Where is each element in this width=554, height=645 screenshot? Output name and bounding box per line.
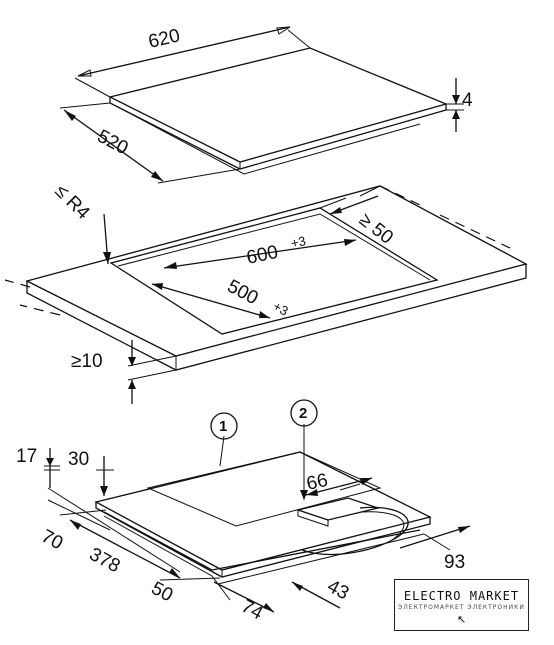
hob-bottom-view: 1 2 17 30 66 70 378 [16,399,471,625]
hob-top-view: 620 520 4 [59,25,473,184]
cursor-arrow-icon: ↖ [457,613,467,626]
cutout-opening [109,207,439,335]
dim-line-620 [77,26,291,77]
dim-label-50: 50 [148,578,177,606]
radius-label: ≤ R4 [50,181,93,224]
dim-line-520 [63,109,164,182]
callout-1 [210,412,238,440]
dim-label-378: 378 [86,544,124,577]
watermark-subtitle: ЭЛЕКТРОМАРКЕТ ЭЛЕКТРОНИКИ [398,604,525,611]
dim-label-4: 4 [462,90,473,111]
dim-label-70: 70 [38,526,67,554]
callout-1-number: 1 [219,418,227,435]
callout-2-number: 2 [299,405,307,422]
watermark-logo: ELECTRO MARKET ЭЛЕКТРОМАРКЕТ ЭЛЕКТРОНИКИ… [394,579,529,631]
callout-2 [290,399,318,427]
dim-label-43: 43 [324,576,353,604]
hob-bottom-frame [103,511,421,571]
dim-tol-600: +3 [290,233,308,251]
dim-label-17: 17 [16,446,37,467]
dim-label-620: 620 [146,25,182,53]
worktop-cutout-view: ≤ R4 ≥ 50 600 +3 500 +3 ≥10 [4,181,528,404]
hob-bottom-glass [94,451,432,571]
dim-label-30: 30 [68,449,89,470]
hob-glass-edge [109,97,447,170]
connection-box [295,497,381,521]
dim-label-66: 66 [305,470,330,495]
worktop-min-label: ≥10 [71,351,103,372]
hob-glass-top [108,47,448,163]
hob-frame-edge [115,105,421,175]
power-cable [301,506,409,556]
dim-label-600: 600 [245,242,280,269]
dim-line-500 [151,283,271,319]
dim-label-93: 93 [444,552,465,573]
watermark-name: ELECTRO MARKET [403,589,520,603]
dim-label-74: 74 [238,596,267,625]
dim-label-500: 500 [224,276,262,309]
worktop-surface [25,185,528,357]
dim-tol-500: +3 [271,298,291,318]
dim-line-600 [163,239,357,269]
